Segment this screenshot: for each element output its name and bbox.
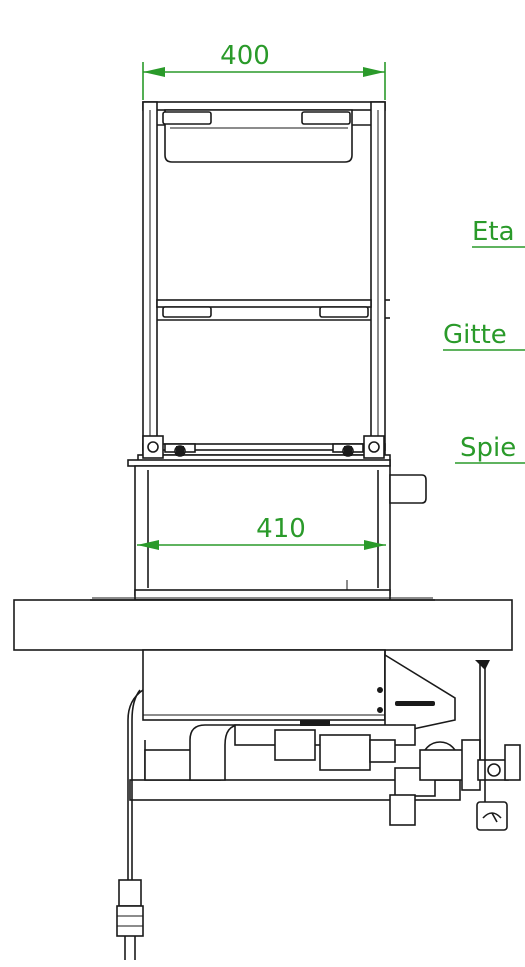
- lower-rail: [127, 435, 391, 467]
- top-tray: [162, 109, 353, 163]
- dimension-400-label: 400: [220, 41, 270, 71]
- base-plate: [13, 597, 513, 651]
- callout-gitte: Gitte: [443, 320, 525, 351]
- power-cable: [116, 689, 144, 960]
- middle-shelf: [156, 299, 372, 321]
- callout-spie: Spie: [455, 433, 525, 464]
- callout-eta: Eta: [472, 217, 525, 248]
- left-clamp: [142, 435, 196, 459]
- callout-eta-label: Eta: [472, 217, 515, 247]
- callout-spie-label: Spie: [460, 433, 516, 463]
- dimension-410-label: 410: [256, 514, 306, 544]
- basin: [134, 465, 427, 601]
- right-clamp: [332, 435, 385, 459]
- upper-frame: [127, 101, 391, 467]
- lower-assembly: [129, 649, 521, 831]
- dimension-410: 410: [137, 514, 386, 550]
- callout-gitte-label: Gitte: [443, 320, 507, 350]
- dimension-400: 400: [142, 41, 386, 100]
